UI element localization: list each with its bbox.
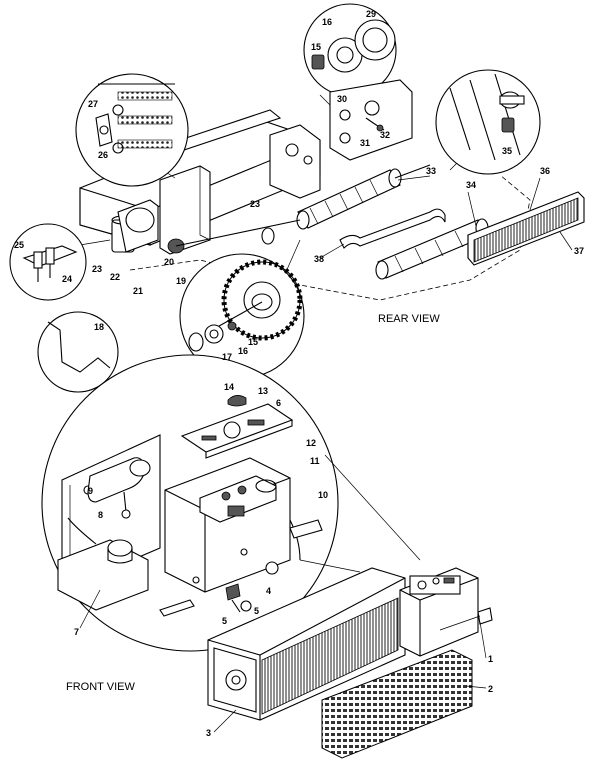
callout-11: 11: [310, 456, 320, 466]
detail-circle-clip: [37, 311, 119, 393]
callout-17: 17: [222, 352, 232, 362]
callout-14: 14: [224, 382, 234, 392]
callout-30: 30: [337, 94, 347, 104]
callout-5: 5: [254, 606, 259, 616]
callout-12: 12: [306, 438, 316, 448]
callout-5b: 5: [222, 616, 227, 626]
callout-6: 6: [276, 398, 281, 408]
callout-10: 10: [318, 490, 328, 500]
callout-36: 36: [540, 166, 550, 176]
detail-circle-switch: [9, 223, 87, 301]
detail-circle-terminals: [75, 73, 189, 187]
coupling: [261, 227, 275, 245]
callout-21: 21: [133, 286, 143, 296]
front-unit: [207, 454, 493, 759]
callout-32: 32: [380, 130, 390, 140]
callout-1: 1: [488, 654, 493, 664]
callout-24: 24: [62, 274, 72, 284]
callout-23: 23: [92, 264, 102, 274]
callout-4: 4: [266, 586, 271, 596]
callout-34: 34: [466, 180, 476, 190]
evaporator-coil: [467, 191, 585, 266]
callout-15: 15: [248, 337, 258, 347]
blower-wheel-upper: [296, 164, 431, 230]
callout-leaders: [79, 175, 573, 733]
callout-20: 20: [164, 257, 174, 267]
rear-view-label: REAR VIEW: [378, 313, 440, 325]
callout-26: 26: [98, 150, 108, 160]
callout-15b: 15: [311, 42, 321, 52]
detail-circle-bearing: [303, 3, 397, 97]
callout-19: 19: [176, 276, 186, 286]
callout-2: 2: [488, 684, 493, 694]
callout-13: 13: [258, 386, 268, 396]
callout-7: 7: [74, 627, 79, 637]
callout-31: 31: [360, 138, 370, 148]
motor-bracket: [329, 79, 413, 161]
callout-33: 33: [426, 166, 436, 176]
callout-18: 18: [94, 322, 104, 332]
detail-circle-shaft-end: [435, 69, 541, 175]
callout-25: 25: [14, 240, 24, 250]
callout-labels: 1 2 3 4 5 5 6 7 8 9 10 11 12 13 14 15 15…: [14, 9, 584, 738]
callout-8: 8: [98, 510, 103, 520]
callout-35: 35: [502, 146, 512, 156]
callout-37: 37: [574, 246, 584, 256]
callout-29: 29: [366, 9, 376, 19]
front-view-detail-circle: [41, 354, 339, 652]
callout-16b: 16: [322, 17, 332, 27]
motor-shaft: [175, 219, 301, 247]
rear-chassis: [79, 109, 531, 301]
callout-16: 16: [238, 346, 248, 356]
callout-23b: 23: [250, 199, 260, 209]
detail-circle-fan-hub: [179, 253, 305, 379]
callout-38: 38: [314, 254, 324, 264]
callout-3: 3: [206, 728, 211, 738]
front-view-label: FRONT VIEW: [66, 681, 135, 693]
callout-27: 27: [88, 99, 98, 109]
callout-9: 9: [88, 486, 93, 496]
callout-22: 22: [110, 272, 120, 282]
scroll-housing: [339, 208, 446, 249]
